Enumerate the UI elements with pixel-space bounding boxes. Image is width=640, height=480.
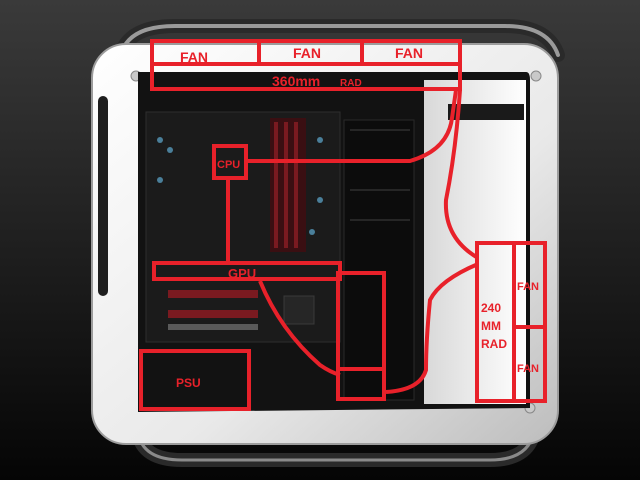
ram-stick: [274, 122, 278, 248]
side-panel-slot: [448, 104, 524, 120]
tube-cpu-to-top-rad: [246, 89, 458, 163]
radiator-240-box: [475, 241, 547, 403]
radiator-360-label: 360mm: [272, 73, 320, 89]
radiator-240-label-1: 240: [481, 301, 501, 315]
fan-side-2-label: FAN: [517, 363, 539, 375]
tube-side-rad-to-pump: [385, 262, 479, 394]
ram-stick: [284, 122, 288, 248]
psu-box: [139, 349, 251, 411]
radiator-240-label-3: RAD: [481, 337, 507, 351]
capacitor: [157, 137, 163, 143]
capacitor: [167, 147, 173, 153]
bottom-handle-highlight: [136, 430, 536, 462]
fan-side-1-label: FAN: [517, 281, 539, 293]
cpu-label: CPU: [217, 159, 240, 171]
fan-top-2-label: FAN: [293, 45, 321, 61]
pcie-slot: [168, 310, 258, 318]
radiator-240-label-2: MM: [481, 319, 501, 333]
pcie-slot: [168, 324, 258, 330]
capacitor: [157, 177, 163, 183]
capacitor: [317, 197, 323, 203]
markup-overlay: [139, 39, 547, 411]
capacitor: [317, 137, 323, 143]
pcie-slot: [168, 290, 258, 298]
left-grip: [98, 96, 108, 296]
ram-stick: [294, 122, 298, 248]
radiator-360-suffix: RAD: [340, 78, 362, 89]
fan-top-1-label: FAN: [180, 49, 208, 65]
screw-icon: [530, 70, 542, 82]
tube-gpu-to-reservoir: [258, 280, 341, 377]
drive-bay: [343, 119, 415, 401]
reservoir-box: [336, 271, 386, 401]
tube-top-rad-to-side-rad: [443, 89, 480, 260]
fan-top-3-label: FAN: [395, 45, 423, 61]
capacitor: [309, 229, 315, 235]
psu-label: PSU: [176, 376, 201, 390]
top-handle-highlight: [118, 24, 560, 60]
chipset: [283, 295, 315, 325]
gpu-label: GPU: [228, 266, 256, 281]
